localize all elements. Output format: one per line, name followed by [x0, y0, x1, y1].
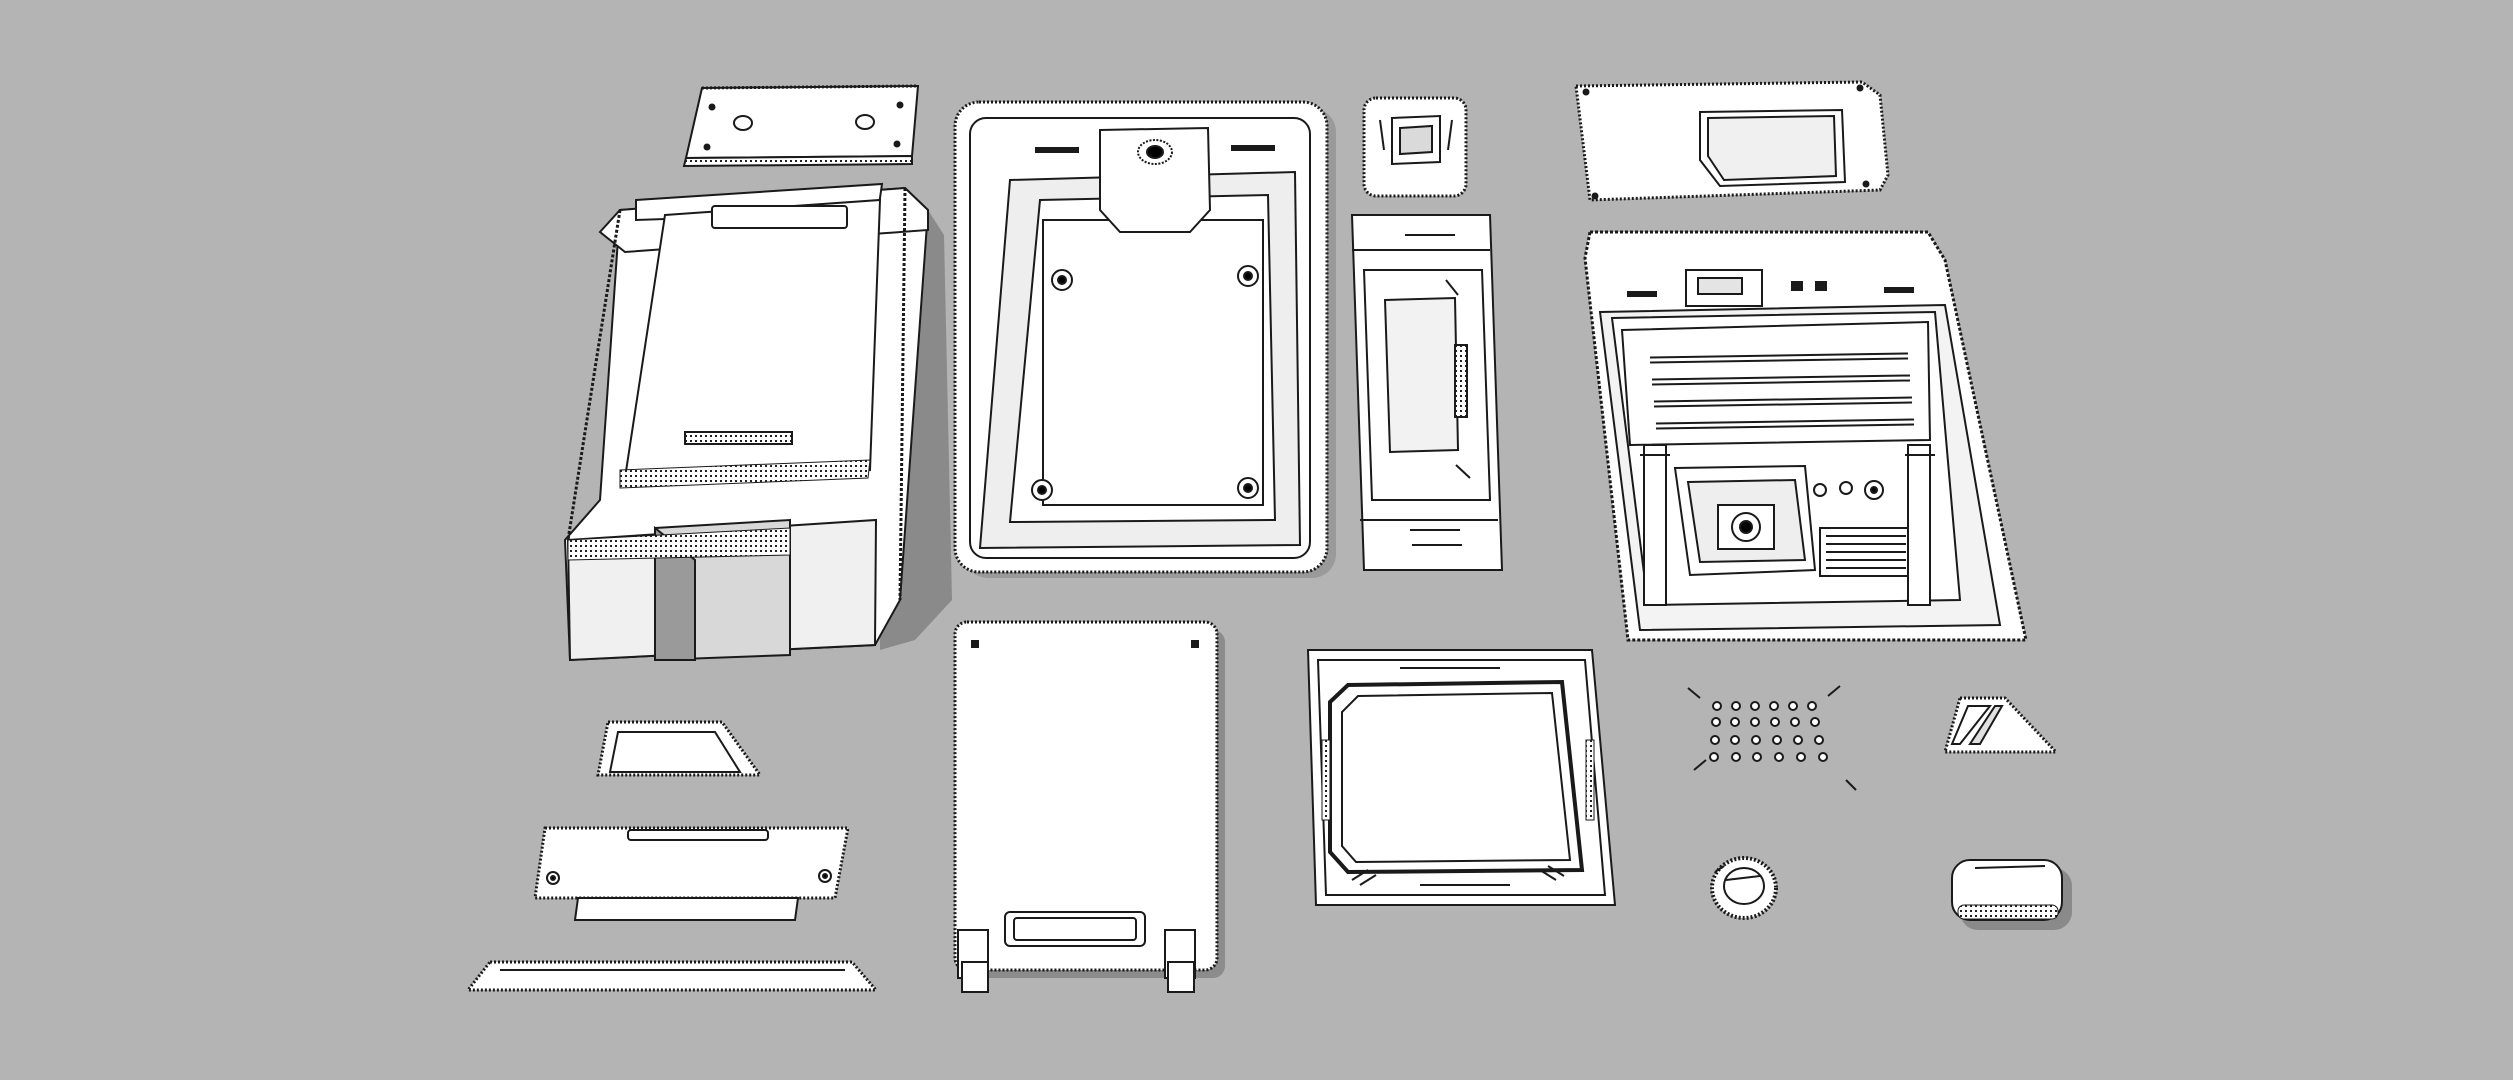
small-bracket [1362, 96, 1468, 198]
screen-frame [1306, 649, 1617, 906]
tray-frame [953, 100, 1336, 578]
rail-plate [1350, 214, 1504, 571]
front-panel [1583, 230, 2028, 642]
top-plate-small [682, 84, 920, 168]
wedge-part [596, 720, 763, 777]
lid-panel [953, 620, 1225, 993]
back-plate [1574, 80, 1890, 202]
face-plate [533, 826, 850, 921]
vent-hole-grid [1687, 685, 1857, 791]
main-housing [563, 182, 952, 662]
strip-part [464, 960, 880, 992]
rounded-block [1951, 859, 2072, 930]
dial-knob [1710, 856, 1778, 920]
corner-insert [1943, 696, 2060, 754]
